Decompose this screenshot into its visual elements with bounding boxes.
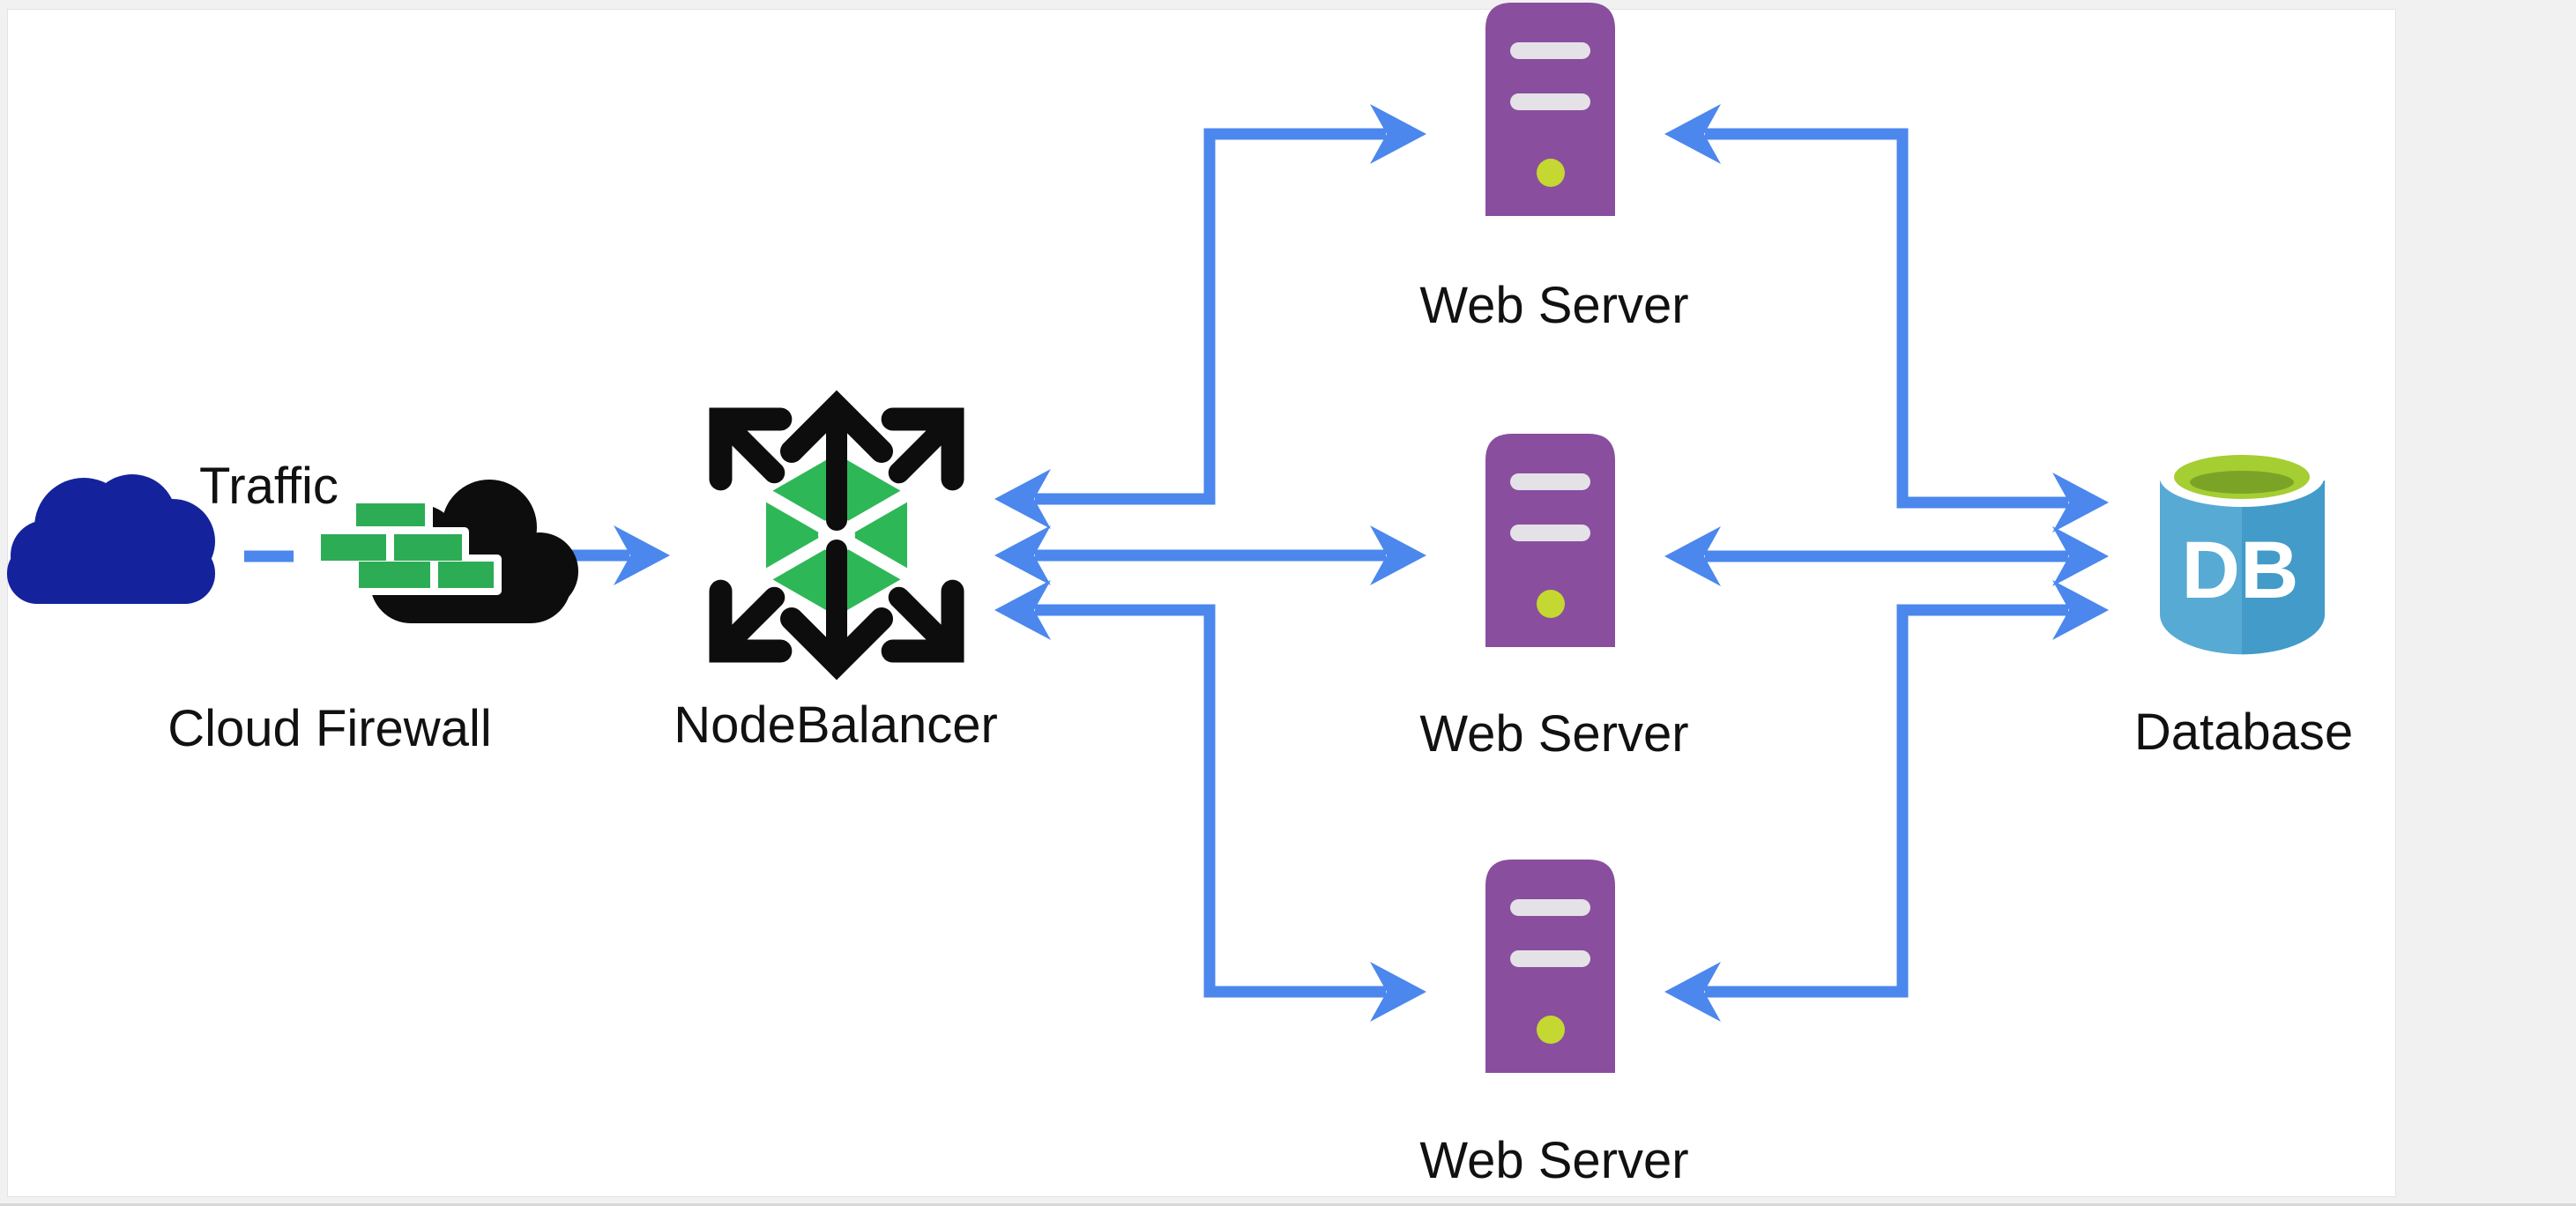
- firewall-bricks: [321, 503, 494, 588]
- page-bottom-strip: [0, 1197, 2576, 1206]
- web-server-top-label: Web Server: [1419, 277, 1688, 334]
- web-server-middle-icon: [1485, 434, 1615, 647]
- page-gutter: [2396, 0, 2576, 1206]
- connector-lines: [244, 128, 2068, 998]
- connector-webserver-bottom-database: [1705, 604, 2068, 998]
- traffic-label: Traffic: [199, 458, 339, 515]
- database-icon: DB: [2159, 447, 2325, 655]
- traffic-cloud-icon: [7, 474, 215, 604]
- database-badge-text: DB: [2182, 525, 2299, 615]
- web-server-top-icon: [1485, 3, 1615, 216]
- cloud-firewall-label: Cloud Firewall: [168, 700, 491, 757]
- nodebalancer-diagonal-arrows: [709, 407, 964, 663]
- connector-nodebalancer-webserver-top: [1035, 128, 1386, 505]
- database-label: Database: [2134, 704, 2353, 761]
- cloud-firewall-icon: [314, 480, 578, 623]
- web-server-bottom-label: Web Server: [1419, 1132, 1688, 1189]
- connector-nodebalancer-webserver-bottom: [1035, 604, 1386, 998]
- nodebalancer-icon: [709, 390, 964, 681]
- web-server-middle-label: Web Server: [1419, 705, 1688, 763]
- nodebalancer-label: NodeBalancer: [674, 696, 998, 754]
- connector-webserver-top-database: [1705, 128, 2068, 509]
- connectors: [244, 104, 2109, 1022]
- nodebalancer-vertical-arrows: [780, 390, 893, 681]
- web-server-bottom-icon: [1485, 860, 1615, 1073]
